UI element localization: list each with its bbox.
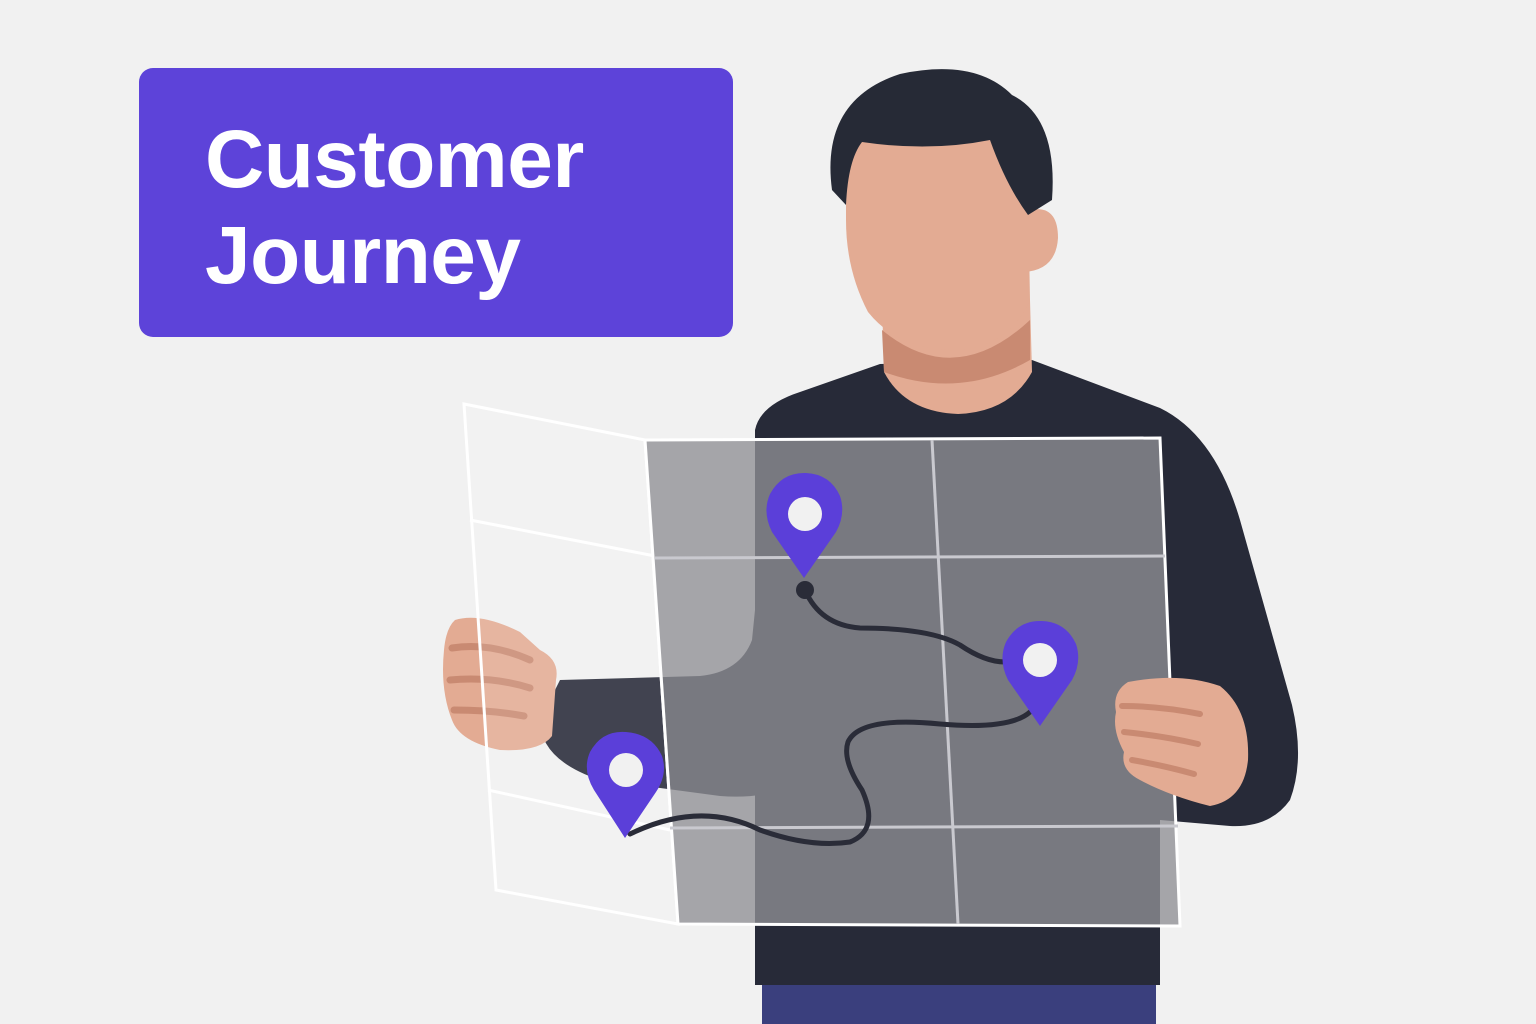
head (830, 69, 1058, 351)
page-title: Customer Journey (205, 112, 584, 304)
hair (830, 69, 1053, 215)
title-line-1: Customer (205, 114, 584, 205)
title-card: Customer Journey (139, 68, 733, 337)
left-hand (443, 617, 557, 751)
title-line-2: Journey (205, 210, 521, 301)
midpoint-pin-icon (766, 472, 843, 578)
route-path (627, 581, 1033, 846)
right-hand (1115, 677, 1249, 806)
start-pin-icon (586, 731, 664, 838)
destination-pin-icon (1002, 620, 1079, 726)
